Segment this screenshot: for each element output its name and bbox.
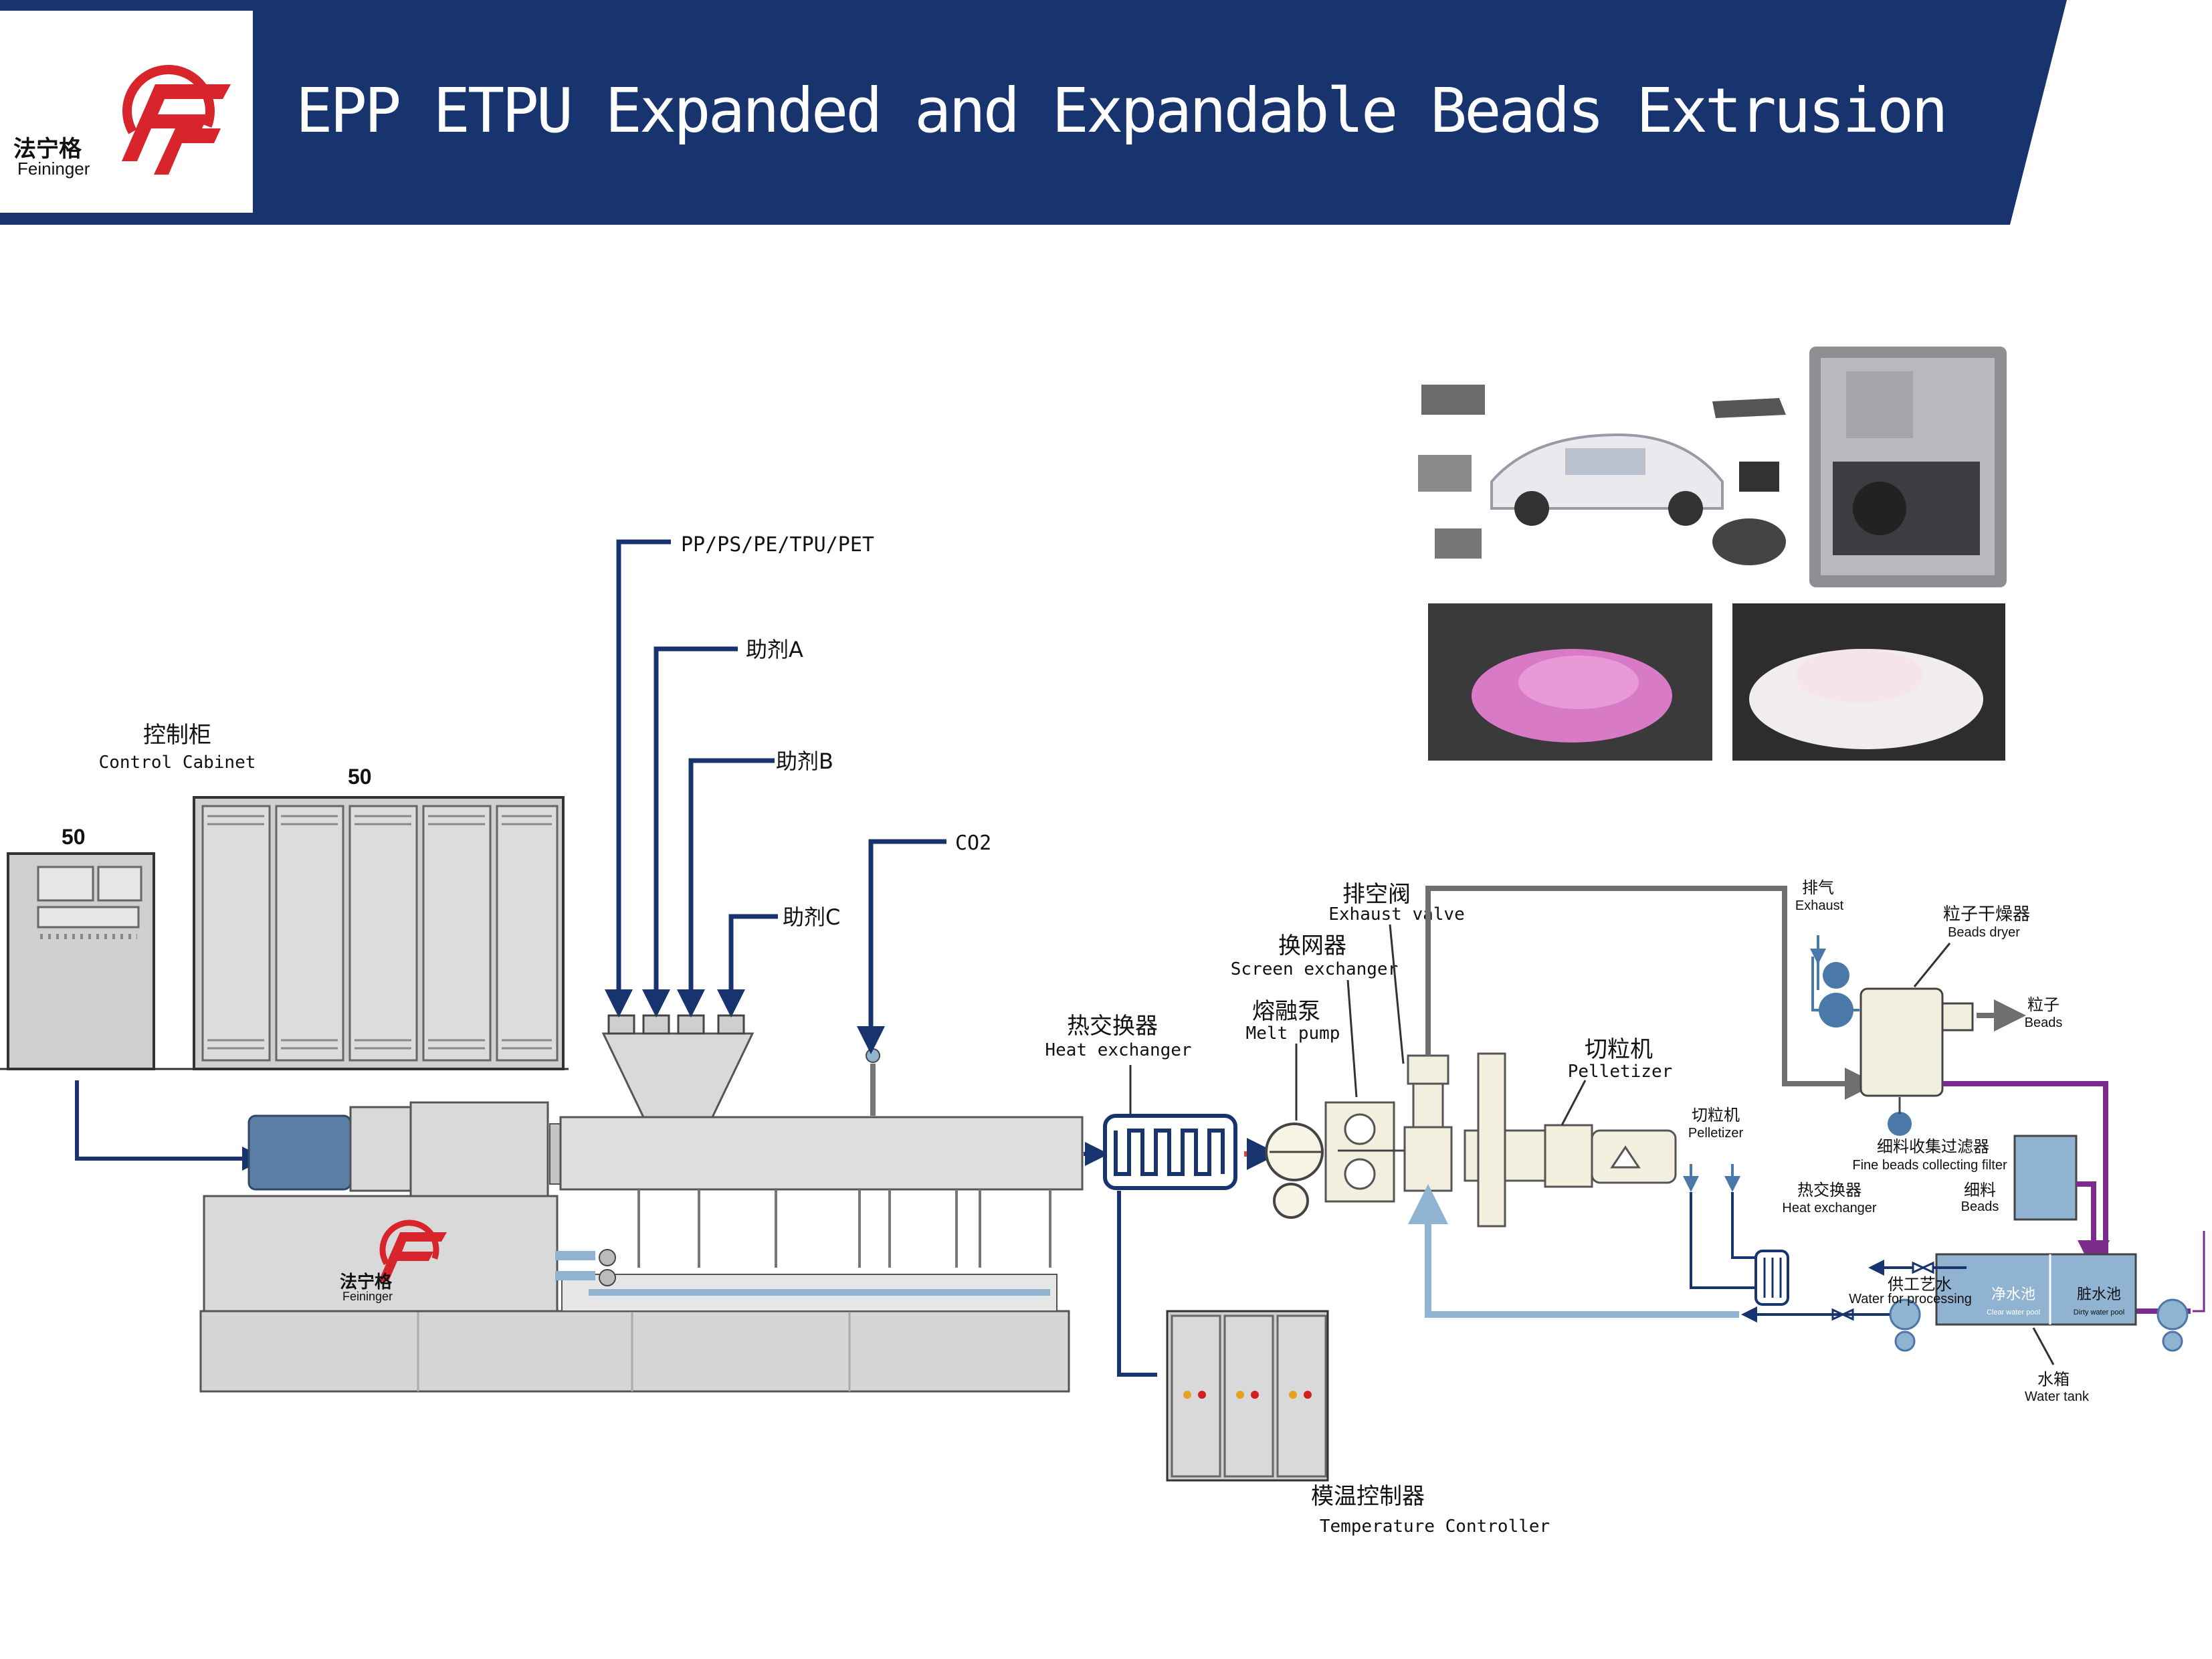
feed-additive-c-label: 助剂C [783,904,840,930]
fine-filter-label-cn: 细料收集过滤器 [1877,1137,1989,1156]
exhaust-label-cn: 排气 [1802,878,1834,897]
temperature-controller-label-en: Temperature Controller [1320,1517,1550,1537]
company-logo: 法宁格 Feininger [0,11,253,213]
exhaust-valve-label-en: Exhaust valve [1328,904,1465,924]
feed-additive-b-label: 助剂B [776,749,833,774]
temperature-controller-label-cn: 模温控制器 [1311,1483,1425,1510]
product-photo-pink-beads [1428,603,1712,761]
header-band [0,0,2067,225]
heat-exchanger-label-cn: 热交换器 [1067,1013,1158,1040]
heat-exchanger-unit [1103,1114,1237,1190]
exhaust-valve-label-cn: 排空阀 [1342,881,1411,908]
fine-filter-label-en: Fine beads collecting filter [1852,1158,2007,1173]
melt-pump [1265,1123,1324,1219]
extruder-logo-en: Feininger [342,1290,393,1303]
cabinet-number-right: 50 [348,765,372,789]
dirty-pool-label-en: Dirty water pool [2074,1308,2124,1316]
beads-dryer-label-cn: 粒子干燥器 [1943,904,2030,924]
product-photo-car-parts [1415,347,1789,587]
small-heat-exchanger-label-en: Heat exchanger [1782,1201,1877,1215]
feed-additive-a-label: 助剂A [746,637,803,662]
screen-exchanger [1324,1101,1395,1203]
water-tank-label-cn: 水箱 [2037,1370,2070,1389]
process-water-label-cn: 供工艺水 [1888,1275,1952,1294]
process-water-label-en: Water for processing [1849,1292,1972,1306]
extruder-machine [199,1014,1084,1393]
control-cabinet-label-en: Control Cabinet [99,753,256,773]
heat-exchanger-label-en: Heat exchanger [1045,1040,1191,1060]
product-photo-white-beads [1732,603,2005,761]
pelletizer-machine [1403,1052,1677,1228]
clear-pool-label-en: Clear water pool [1987,1308,2040,1316]
dirty-pool-label-cn: 脏水池 [2077,1286,2121,1303]
pelletizer-label-en: Pelletizer [1568,1062,1673,1082]
pelletizer-label-cn: 切粒机 [1585,1036,1653,1063]
beads-output-label-en: Beads [2025,1015,2063,1030]
small-heat-exchanger-label-cn: 热交换器 [1797,1181,1862,1199]
feed-co2-label: CO2 [955,832,991,855]
beads-dryer-label-en: Beads dryer [1948,925,2020,940]
screen-exchanger-label-en: Screen exchanger [1231,959,1398,979]
logo-english-name: Feininger [17,159,90,179]
fine-beads-label-cn: 细料 [1964,1181,1996,1199]
clear-pool-label-cn: 净水池 [1991,1286,2035,1303]
product-photo-foam-case [1809,347,2007,587]
water-system [1683,935,2205,1352]
small-pelletizer-label-cn: 切粒机 [1692,1106,1740,1125]
beads-output-label-cn: 粒子 [2027,995,2059,1014]
page-title: EPP ETPU Expanded and Expandable Beads E… [296,75,1948,147]
control-cabinet-small [7,852,155,1070]
temperature-controller [1166,1310,1329,1482]
fine-beads-label-en: Beads [1961,1199,1999,1214]
extruder-logo-cn: 法宁格 [340,1272,393,1292]
logo-chinese-name: 法宁格 [13,136,82,163]
control-cabinet-label-cn: 控制柜 [143,722,211,749]
melt-pump-label-en: Melt pump [1246,1023,1340,1044]
screen-exchanger-label-cn: 换网器 [1278,933,1346,959]
extruder-brand-logo: 法宁格 Feininger [340,1219,447,1303]
control-cabinet-large [193,796,565,1070]
water-tank-label-en: Water tank [2025,1389,2090,1404]
exhaust-label-en: Exhaust [1795,898,1844,913]
cabinet-number-left: 50 [62,825,86,849]
feed-main-material-label: PP/PS/PE/TPU/PET [681,533,874,557]
small-pelletizer-label-en: Pelletizer [1688,1126,1744,1141]
melt-pump-label-cn: 熔融泵 [1252,998,1320,1025]
